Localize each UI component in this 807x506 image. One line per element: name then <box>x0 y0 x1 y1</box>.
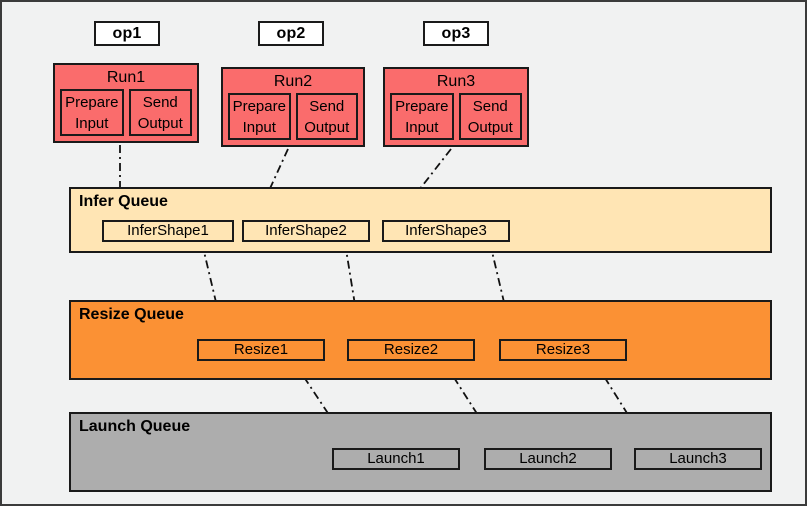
infer-queue-title: Infer Queue <box>79 193 168 210</box>
op-tag-1: op1 <box>94 21 160 46</box>
prepare-input-line1: Prepare <box>395 98 449 115</box>
launch-item-2[interactable]: Launch2 <box>484 448 612 470</box>
send-output-block: Send Output <box>128 89 192 136</box>
prepare-input-line2: Input <box>75 115 109 132</box>
send-output-line2: Output <box>304 119 350 136</box>
send-output-line2: Output <box>137 115 183 132</box>
send-output-block: Send Output <box>458 93 522 140</box>
run-title: Run2 <box>273 73 313 90</box>
prepare-input-line2: Input <box>242 119 276 136</box>
run-box-2: Run2 Prepare Input Send Output <box>221 67 365 147</box>
prepare-input-line1: Prepare <box>232 98 286 115</box>
infer-shape-item-2[interactable]: InferShape2 <box>242 220 370 242</box>
send-output-line1: Send <box>309 98 345 115</box>
infer-shape-item-3[interactable]: InferShape3 <box>382 220 510 242</box>
prepare-input-block: Prepare Input <box>228 93 291 140</box>
send-output-line1: Send <box>472 98 508 115</box>
run-title: Run1 <box>106 69 146 86</box>
run-title: Run3 <box>436 73 476 90</box>
resize-item-2[interactable]: Resize2 <box>347 339 475 361</box>
run-box-1: Run1 Prepare Input Send Output <box>53 63 199 143</box>
launch-queue-title: Launch Queue <box>79 418 191 435</box>
send-output-line2: Output <box>467 119 513 136</box>
op-tag-3: op3 <box>423 21 489 46</box>
resize-queue-title: Resize Queue <box>79 306 184 323</box>
infer-shape-item-1[interactable]: InferShape1 <box>102 220 234 242</box>
run-sub-blocks: Prepare Input Send Output <box>60 89 192 136</box>
run-sub-blocks: Prepare Input Send Output <box>228 93 358 140</box>
launch-item-1[interactable]: Launch1 <box>332 448 460 470</box>
prepare-input-block: Prepare Input <box>60 89 124 136</box>
prepare-input-line2: Input <box>405 119 439 136</box>
launch-item-3[interactable]: Launch3 <box>634 448 762 470</box>
send-output-line1: Send <box>142 94 178 111</box>
run-box-3: Run3 Prepare Input Send Output <box>383 67 529 147</box>
prepare-input-block: Prepare Input <box>390 93 454 140</box>
op-tag-2: op2 <box>258 21 324 46</box>
run-sub-blocks: Prepare Input Send Output <box>390 93 522 140</box>
send-output-block: Send Output <box>295 93 358 140</box>
prepare-input-line1: Prepare <box>65 94 119 111</box>
resize-item-1[interactable]: Resize1 <box>197 339 325 361</box>
resize-item-3[interactable]: Resize3 <box>499 339 627 361</box>
